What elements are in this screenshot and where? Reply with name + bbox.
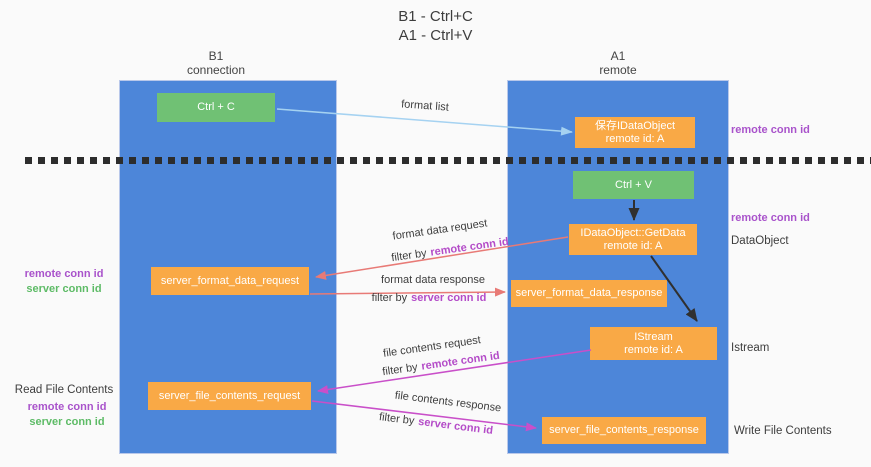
- save-idataobject-line2: remote id: A: [605, 132, 665, 145]
- istream-box: IStream remote id: A: [590, 327, 717, 360]
- right-column-role: remote: [599, 63, 637, 77]
- save-idataobject-line1: 保存IDataObject: [594, 119, 676, 132]
- idataobject-getdata-box: IDataObject::GetData remote id: A: [569, 224, 697, 255]
- filter-by-text: filter by: [378, 411, 416, 428]
- format-list-label: format list: [400, 98, 450, 114]
- left-server-conn-id-2: server conn id: [29, 416, 105, 428]
- format-data-request-label: format data request: [391, 217, 489, 243]
- remote-conn-id-text: remote conn id: [420, 349, 501, 373]
- left-column-header: B1 connection: [116, 49, 316, 77]
- server-file-contents-request-box: server_file_contents_request: [148, 382, 311, 410]
- istream-line1: IStream: [634, 330, 673, 343]
- server-format-data-request-box: server_format_data_request: [151, 267, 309, 295]
- server-file-contents-response-label: server_file_contents_response: [549, 424, 699, 436]
- right-column-header: A1 remote: [518, 49, 718, 77]
- right-remote-conn-id-top: remote conn id: [731, 124, 810, 136]
- filter-by-text: filter by: [390, 247, 428, 265]
- right-write-file-contents-label: Write File Contents: [734, 425, 832, 437]
- remote-conn-id-text: remote conn id: [429, 235, 510, 259]
- left-remote-conn-id-2: remote conn id: [27, 401, 107, 413]
- left-column-role: connection: [186, 63, 246, 77]
- title-line-1: B1 - Ctrl+C: [398, 8, 473, 25]
- separator-dashed-line: [25, 157, 871, 164]
- server-format-data-response-label: server_format_data_response: [515, 287, 663, 299]
- save-idataobject-box: 保存IDataObject remote id: A: [575, 117, 695, 148]
- server-file-contents-response-box: server_file_contents_response: [542, 417, 706, 444]
- getdata-line1: IDataObject::GetData: [580, 226, 686, 239]
- ctrl-v-box: Ctrl + V: [573, 171, 694, 199]
- right-remote-conn-id-mid: remote conn id: [731, 212, 810, 224]
- server-file-contents-request-label: server_file_contents_request: [158, 389, 301, 402]
- server-conn-id-text: server conn id: [411, 292, 487, 304]
- format-data-response-label: format data response: [381, 274, 485, 286]
- istream-line2: remote id: A: [624, 343, 683, 356]
- server-format-data-response-box: server_format_data_response: [511, 280, 667, 307]
- right-istream-label: Istream: [731, 342, 770, 354]
- file-contents-response-label: file contents response: [394, 389, 502, 415]
- left-column-name: B1: [208, 49, 224, 63]
- left-remote-conn-id-1: remote conn id: [24, 268, 104, 280]
- right-column-name: A1: [610, 49, 626, 63]
- ctrl-c-box: Ctrl + C: [157, 93, 275, 122]
- server-conn-id-text: server conn id: [417, 415, 494, 437]
- filter-by-text: filter by: [371, 292, 408, 304]
- server-format-data-request-label: server_format_data_request: [160, 274, 300, 287]
- title-line-2: A1 - Ctrl+V: [398, 27, 473, 44]
- ctrl-c-label: Ctrl + C: [197, 101, 235, 113]
- left-server-conn-id-1: server conn id: [26, 283, 102, 295]
- getdata-line2: remote id: A: [603, 239, 663, 252]
- left-read-file-contents-label: Read File Contents: [14, 384, 114, 396]
- diagram-title: B1 - Ctrl+C A1 - Ctrl+V: [0, 7, 871, 45]
- ctrl-v-label: Ctrl + V: [615, 178, 652, 191]
- filter-by-text: filter by: [381, 361, 419, 379]
- right-dataobject-label: DataObject: [731, 235, 789, 247]
